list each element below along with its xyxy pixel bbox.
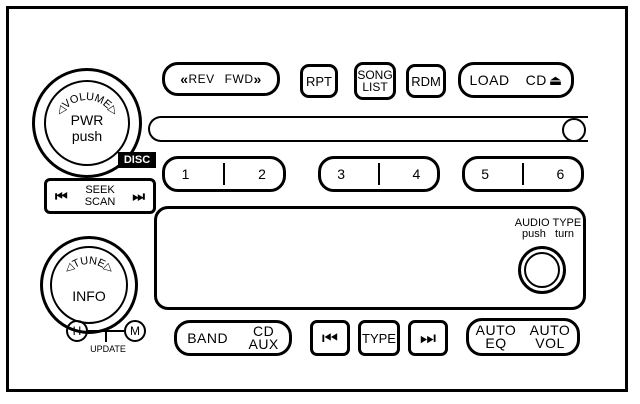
preset-6-label[interactable]: 6 (556, 166, 565, 182)
preset-3-label[interactable]: 3 (337, 166, 346, 182)
auto-vol-label: VOL (535, 335, 565, 351)
info-label: INFO (72, 288, 106, 304)
svg-text:◁TUNE▷: ◁TUNE▷ (62, 255, 116, 277)
rev-icon: « (180, 71, 189, 87)
cd-aux-cd-label: CD (253, 323, 275, 339)
radio-faceplate (6, 6, 628, 392)
prev-track-icon: ⏮ (321, 327, 339, 348)
rev-fwd-button[interactable]: « REV FWD » (162, 62, 280, 96)
prev-track-button[interactable]: ⏮ (310, 320, 350, 356)
audio-knob-inner (524, 252, 560, 288)
tune-arc-label: ◁TUNE▷ (62, 255, 116, 277)
hm-connector-stem (105, 330, 107, 342)
fwd-label: FWD (224, 72, 254, 86)
auto-eq-label: EQ (485, 335, 507, 351)
auto-eq-auto-label: AUTO (475, 322, 517, 338)
preset-2-label[interactable]: 2 (258, 166, 267, 182)
cd-slot-end (562, 118, 586, 142)
preset-5-label[interactable]: 5 (481, 166, 490, 182)
minute-button[interactable]: M (124, 320, 146, 342)
preset-button-5-6[interactable]: 5 6 (462, 156, 584, 192)
band-cd-aux-button[interactable]: BAND CD AUX (174, 320, 292, 356)
fwd-icon: » (253, 71, 262, 87)
eject-icon: ⏏ (548, 71, 563, 88)
seek-back-icon: ⏮ (55, 187, 68, 204)
hour-button[interactable]: H (66, 320, 88, 342)
seek-scan-button[interactable]: ⏮ SEEK SCAN ⏭ (44, 178, 156, 214)
rev-label: REV (188, 72, 215, 86)
song-list-button[interactable]: SONG LIST (354, 62, 396, 100)
type-button[interactable]: TYPE (358, 320, 400, 356)
push-label: push (71, 128, 103, 144)
volume-arc-label: ◁VOLUME▷ (54, 91, 121, 118)
load-label: LOAD (469, 72, 510, 88)
preset-button-3-4[interactable]: 3 4 (318, 156, 440, 192)
preset-1-2-divider (222, 163, 225, 185)
preset-1-label[interactable]: 1 (181, 166, 190, 182)
disc-label: DISC (118, 152, 156, 168)
audio-label: AUDIO TYPE push turn (514, 217, 582, 240)
load-cd-button[interactable]: LOAD CD ⏏ (458, 62, 574, 98)
preset-4-label[interactable]: 4 (412, 166, 421, 182)
cd-label: CD (525, 72, 547, 88)
band-label: BAND (187, 330, 229, 346)
seek-forward-icon: ⏭ (132, 187, 145, 204)
next-track-icon: ⏭ (419, 327, 437, 348)
pwr-label: PWR (70, 112, 104, 128)
preset-button-1-2[interactable]: 1 2 (162, 156, 286, 192)
preset-5-6-divider (522, 163, 524, 185)
auto-eq-vol-button[interactable]: AUTO EQ AUTO VOL (466, 318, 580, 356)
auto-vol-auto-label: AUTO (529, 322, 571, 338)
next-track-button[interactable]: ⏭ (408, 320, 448, 356)
preset-3-4-divider (378, 163, 380, 185)
volume-knob-inner (44, 80, 130, 166)
display-screen (154, 206, 586, 310)
cd-slot (148, 116, 588, 142)
update-label: UPDATE (90, 344, 126, 354)
rdm-button[interactable]: RDM (406, 64, 446, 98)
rpt-button[interactable]: RPT (300, 64, 338, 98)
tune-knob-inner (50, 246, 128, 324)
cd-aux-aux-label: AUX (248, 336, 279, 352)
